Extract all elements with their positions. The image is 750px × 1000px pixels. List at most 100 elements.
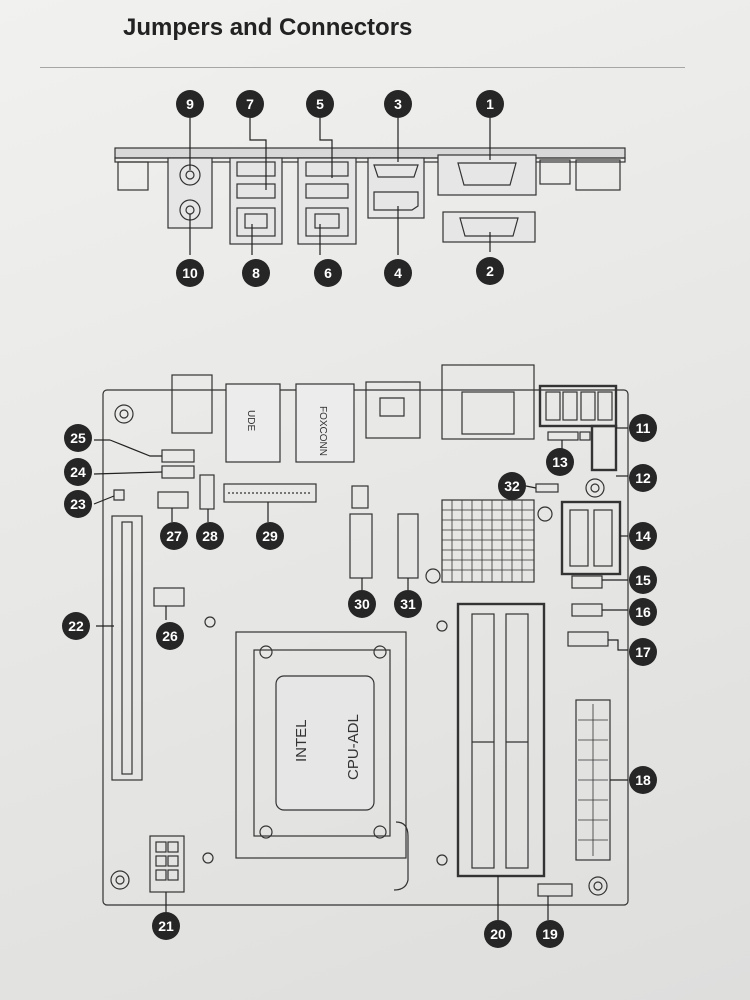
connector-28 (199, 474, 215, 510)
audio-jack-top (171, 374, 213, 434)
callout-13-badge (546, 448, 574, 476)
motherboard-top-view (102, 364, 629, 906)
callout-29-badge (256, 522, 284, 550)
callout-5: 5 (306, 90, 334, 118)
callout-3-number: 3 (394, 96, 402, 112)
callout-25-number: 25 (70, 430, 86, 446)
callout-20-badge (484, 920, 512, 948)
heatsink (441, 499, 535, 583)
callout-3: 3 (384, 90, 412, 118)
callout-24-badge (64, 458, 92, 486)
callout-6-badge (314, 259, 342, 287)
lan-connector-left (225, 383, 281, 463)
callout-10: 10 (176, 259, 204, 287)
callout-12-badge (629, 464, 657, 492)
callout-26-number: 26 (162, 628, 178, 644)
rear-io-panel (114, 147, 626, 245)
callout-8-badge (242, 259, 270, 287)
title-divider (40, 67, 685, 68)
connector-27 (157, 491, 189, 509)
callout-28-number: 28 (202, 528, 218, 544)
header-19 (537, 883, 573, 897)
callout-30-badge (348, 590, 376, 618)
usb-top (365, 381, 421, 439)
callout-24: 24 (64, 458, 92, 486)
callout-7: 7 (236, 90, 264, 118)
callout-10-number: 10 (182, 265, 198, 281)
callout-32-number: 32 (504, 478, 520, 494)
page-title: Jumpers and Connectors (123, 14, 413, 41)
callout-15: 15 (629, 566, 657, 594)
callout-22: 22 (62, 612, 90, 640)
callout-6: 6 (314, 259, 342, 287)
callout-27: 27 (160, 522, 188, 550)
callout-16-number: 16 (635, 604, 651, 620)
chipset-label-line2: CPU-ADL (345, 714, 362, 780)
callout-12: 12 (629, 464, 657, 492)
usb-lan-stack-right (297, 157, 357, 245)
callout-21-badge (152, 912, 180, 940)
callout-30-number: 30 (354, 596, 370, 612)
callout-21-number: 21 (158, 918, 174, 934)
callout-8-number: 8 (252, 265, 260, 281)
callout-5-number: 5 (316, 96, 324, 112)
callout-24-number: 24 (70, 464, 86, 480)
callout-18-badge (629, 766, 657, 794)
callout-8: 8 (242, 259, 270, 287)
callout-1: 1 (476, 90, 504, 118)
callout-13-number: 13 (552, 454, 568, 470)
header-29 (223, 483, 317, 503)
callout-12-number: 12 (635, 470, 651, 486)
callout-6-number: 6 (324, 265, 332, 281)
callout-layer: 1234567891011121314151617181920212223242… (62, 90, 657, 948)
callout-17-number: 17 (635, 644, 651, 660)
callout-5-badge (306, 90, 334, 118)
callout-31: 31 (394, 590, 422, 618)
callout-7-number: 7 (246, 96, 254, 112)
connector-26 (153, 587, 185, 607)
callout-28-badge (196, 522, 224, 550)
callout-15-badge (629, 566, 657, 594)
header-25 (161, 449, 195, 463)
callout-11: 11 (629, 414, 657, 442)
callout-23-badge (64, 490, 92, 518)
connector-23 (113, 489, 125, 501)
callout-16: 16 (629, 598, 657, 626)
leader-lines (93, 118, 628, 920)
callout-31-badge (394, 590, 422, 618)
callout-19-number: 19 (542, 926, 558, 942)
lan-right-label: FOXCONN (317, 406, 328, 456)
header-24 (161, 465, 195, 479)
callout-25-badge (64, 424, 92, 452)
callout-18: 18 (629, 766, 657, 794)
callout-19: 19 (536, 920, 564, 948)
callout-9-badge (176, 90, 204, 118)
callout-16-badge (629, 598, 657, 626)
callout-26: 26 (156, 622, 184, 650)
cpu-power-21 (149, 835, 185, 893)
vga-top (441, 364, 535, 440)
callout-20: 20 (484, 920, 512, 948)
callout-1-number: 1 (486, 96, 494, 112)
chipset-label-line1: INTEL (293, 719, 310, 762)
callout-22-number: 22 (68, 618, 84, 634)
callout-10-badge (176, 259, 204, 287)
callout-9-number: 9 (186, 96, 194, 112)
cpu-socket (235, 631, 407, 859)
callout-23: 23 (64, 490, 92, 518)
callout-25: 25 (64, 424, 92, 452)
usb-lan-stack-left (229, 157, 283, 245)
callout-2-number: 2 (486, 263, 494, 279)
callout-11-number: 11 (636, 420, 651, 436)
header-16 (571, 603, 603, 617)
callout-13: 13 (546, 448, 574, 476)
jumper-32 (535, 483, 559, 493)
callout-30: 30 (348, 590, 376, 618)
com-port (442, 211, 536, 243)
callout-20-number: 20 (490, 926, 506, 942)
callout-7-badge (236, 90, 264, 118)
callout-27-number: 27 (166, 528, 182, 544)
callout-32: 32 (498, 472, 526, 500)
callout-14-number: 14 (635, 528, 651, 544)
